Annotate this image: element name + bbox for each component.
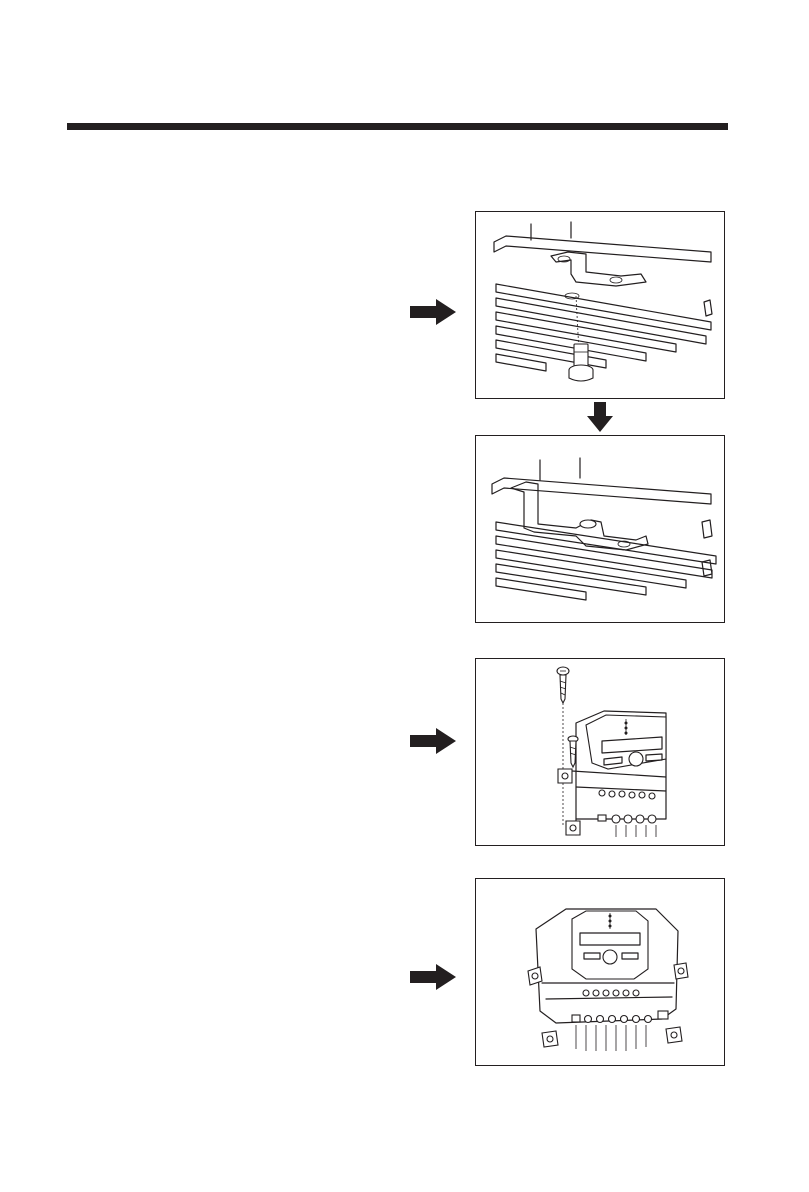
illustration-panel-screw-fastened <box>475 435 725 623</box>
header-rule <box>67 123 728 130</box>
mounting-tab <box>558 769 580 835</box>
bracket <box>551 252 646 286</box>
illustration-panel-controller-screw <box>475 658 725 846</box>
heatsink-fins <box>496 284 712 371</box>
heatsink-fins <box>496 520 716 600</box>
controller-body <box>572 711 666 837</box>
heatsink-plate <box>494 222 711 262</box>
heatsink-plate <box>492 458 711 504</box>
illustration-panel-controller-mounted <box>475 878 725 1066</box>
right-arrow-icon <box>410 728 456 754</box>
screw-icon <box>557 667 569 703</box>
right-arrow-icon <box>410 299 456 325</box>
illustration-panel-screw-insert <box>475 211 725 399</box>
right-arrow-icon <box>410 964 456 990</box>
down-arrow-icon <box>587 402 613 432</box>
bracket <box>511 482 648 550</box>
controller-body <box>536 909 678 1051</box>
